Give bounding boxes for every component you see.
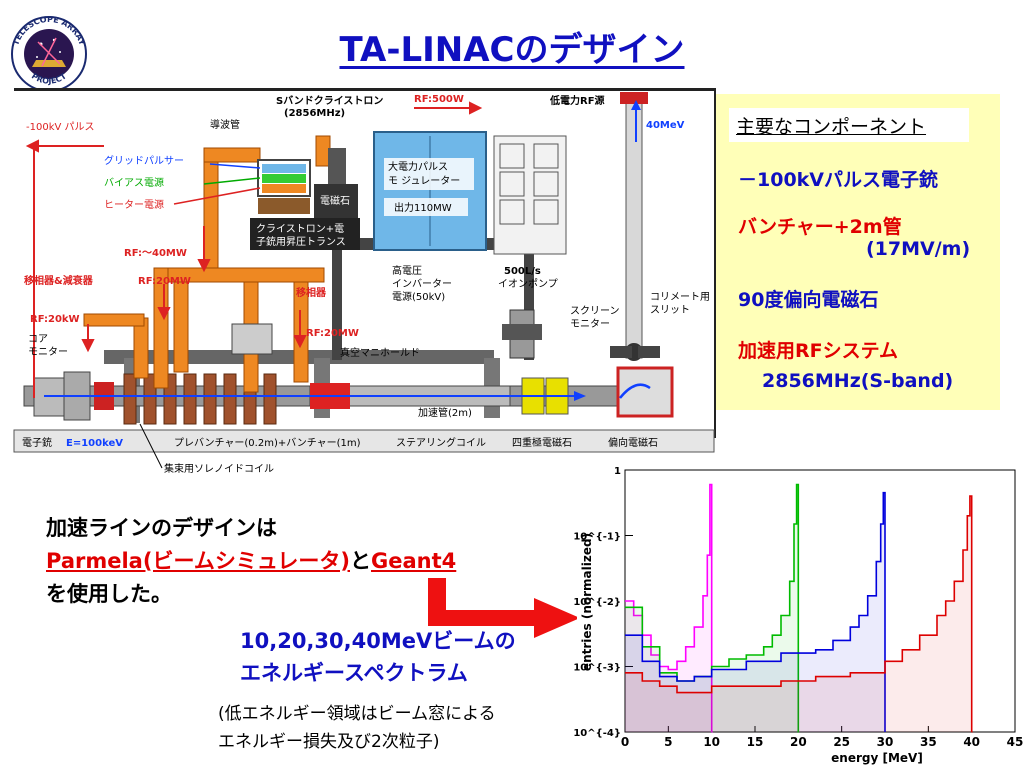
label-klystron: Sバンドクライストロン bbox=[276, 95, 383, 107]
spectrum-note-line1: (低エネルギー領域はビーム窓による bbox=[218, 704, 496, 724]
components-heading: 主要なコンポーネント bbox=[736, 116, 927, 138]
series-line-30mev bbox=[625, 491, 886, 732]
geant4-link: Geant4 bbox=[371, 549, 457, 573]
label-pump-2: イオンポンプ bbox=[498, 278, 558, 290]
label-rf20-b: RF:20MW bbox=[306, 328, 359, 339]
label-output: 出力110MW bbox=[394, 201, 452, 214]
label-screen-1: スクリーン bbox=[570, 305, 620, 317]
design-text-line1: 加速ラインのデザインは bbox=[46, 516, 277, 540]
component-buncher: バンチャー+2m管 bbox=[738, 216, 902, 238]
components-heading-box bbox=[729, 108, 969, 142]
label-magnet: 電磁石 bbox=[320, 194, 350, 207]
x-tick-label: 10 bbox=[703, 735, 720, 749]
y-tick-label: 1 bbox=[614, 466, 621, 477]
label-gun-energy: E=100keV bbox=[66, 438, 123, 449]
x-tick-label: 20 bbox=[790, 735, 807, 749]
design-text-line2: Parmela(ビームシミュレータ)とGeant4 bbox=[46, 545, 456, 575]
spectrum-note-line2: エネルギー損失及び2次粒子) bbox=[218, 732, 440, 752]
label-steering: ステアリングコイル bbox=[396, 436, 486, 449]
x-tick-label: 30 bbox=[877, 735, 894, 749]
component-buncher-gradient: (17MV/m) bbox=[866, 238, 971, 260]
label-pump-1: 500L/s bbox=[504, 266, 541, 277]
x-tick-label: 5 bbox=[664, 735, 672, 749]
component-electron-gun: －100kVパルス電子銃 bbox=[738, 169, 939, 191]
label-rf500: RF:500W bbox=[414, 94, 464, 105]
red-arrow-icon bbox=[428, 578, 580, 638]
label-modulator-2: モ ジュレーター bbox=[388, 175, 460, 187]
label-rf40: RF:～40MW bbox=[124, 248, 187, 259]
label-screen-2: モニター bbox=[570, 318, 610, 330]
y-tick-label: 10^{-2} bbox=[573, 597, 621, 608]
page-title: TA-LINACのデザイン bbox=[339, 30, 685, 70]
label-pulse100: -100kV パルス bbox=[26, 121, 95, 133]
series-line-20mev bbox=[625, 483, 800, 733]
label-transformer-1: クライストロン+電 bbox=[256, 223, 344, 235]
x-tick-label: 45 bbox=[1007, 735, 1024, 749]
label-heater-supply: ヒーター電源 bbox=[104, 198, 164, 211]
linac-layout-diagram: 導波管 Sバンドクライストロン (2856MHz) RF:500W 低電力RF源… bbox=[13, 88, 716, 478]
label-collimator-1: コリメート用 bbox=[650, 292, 710, 303]
label-inverter-3: 電源(50kV) bbox=[392, 290, 445, 303]
label-buncher: プレバンチャー(0.2m)+バンチャー(1m) bbox=[174, 437, 361, 449]
spectrum-label-line2: エネルギースペクトラム bbox=[240, 661, 468, 685]
series-line-40mev bbox=[625, 495, 973, 733]
y-tick-label: 10^{-3} bbox=[573, 663, 621, 674]
components-panel bbox=[716, 94, 1000, 410]
component-rf-frequency: 2856MHz(S-band) bbox=[762, 370, 954, 392]
label-bending: 偏向電磁石 bbox=[608, 436, 658, 449]
svg-text:PROJECT: PROJECT bbox=[30, 71, 69, 86]
x-tick-label: 35 bbox=[920, 735, 937, 749]
series-fill-20mev bbox=[625, 484, 799, 732]
label-core-monitor-1: コア bbox=[28, 334, 48, 345]
label-40mev: 40MeV bbox=[646, 120, 685, 131]
label-modulator-1: 大電力パルス bbox=[388, 160, 448, 173]
spectrum-note: (低エネルギー領域はビーム窓による エネルギー損失及び2次粒子) bbox=[218, 700, 496, 756]
x-tick-label: 0 bbox=[621, 735, 629, 749]
y-tick-label: 10^{-1} bbox=[573, 532, 621, 543]
component-rf-system: 加速用RFシステム bbox=[738, 340, 899, 362]
label-low-power-rf: 低電力RF源 bbox=[549, 94, 605, 107]
telescope-array-logo: TELESCOPE ARRAY PROJECT bbox=[11, 15, 87, 92]
label-core-monitor-2: モニター bbox=[28, 346, 68, 358]
component-bending-magnet: 90度偏向電磁石 bbox=[738, 289, 879, 311]
label-collimator-2: スリット bbox=[650, 305, 690, 316]
design-text-to: と bbox=[350, 549, 371, 573]
label-grid-pulser: グリッドパルサー bbox=[104, 154, 184, 167]
logo-bottom-text: PROJECT bbox=[30, 71, 69, 86]
x-axis-label: energy [MeV] bbox=[831, 751, 923, 765]
label-accel-tube: 加速管(2m) bbox=[418, 406, 472, 419]
label-transformer-2: 子銃用昇圧トランス bbox=[256, 235, 346, 248]
label-bias-supply: バイアス電源 bbox=[104, 176, 164, 189]
energy-spectrum-chart: 0 5 10 15 20 25 30 35 40 45 10^{-4} 10^{-3} 10^{-2} 1… bbox=[573, 462, 1024, 768]
label-inverter-2: インバーター bbox=[392, 278, 452, 290]
design-text-line3: を使用した。 bbox=[46, 582, 172, 606]
label-klystron-freq: (2856MHz) bbox=[284, 108, 345, 119]
label-vacuum-manifold: 真空マニホールド bbox=[340, 346, 420, 359]
x-tick-label: 25 bbox=[833, 735, 850, 749]
label-solenoid: 集束用ソレノイドコイル bbox=[164, 462, 274, 475]
label-rf20-a: RF:20MW bbox=[138, 276, 191, 287]
spectrum-label: 10,20,30,40MeVビームの エネルギースペクトラム bbox=[240, 625, 516, 689]
x-tick-label: 15 bbox=[747, 735, 764, 749]
y-axis-label: entries (normalized) bbox=[580, 533, 594, 671]
series-fill-30mev bbox=[625, 492, 885, 732]
label-rf20k: RF:20kW bbox=[30, 314, 80, 325]
series-line-10mev bbox=[625, 483, 713, 733]
x-tick-label: 40 bbox=[963, 735, 980, 749]
label-phase-shift-atten: 移相器&減衰器 bbox=[24, 274, 94, 287]
label-phase-shifter: 移相器 bbox=[296, 286, 327, 299]
spectrum-label-line1: 10,20,30,40MeVビームの bbox=[240, 629, 516, 653]
label-inverter-1: 高電圧 bbox=[392, 264, 422, 277]
label-waveguide: 導波管 bbox=[210, 118, 240, 131]
label-gun: 電子銃 bbox=[22, 436, 52, 449]
y-tick-label: 10^{-4} bbox=[573, 728, 621, 739]
parmela-link: Parmela(ビームシミュレータ) bbox=[46, 549, 350, 573]
series-fill-10mev bbox=[625, 484, 712, 732]
label-quadrupole: 四重極電磁石 bbox=[512, 436, 572, 449]
